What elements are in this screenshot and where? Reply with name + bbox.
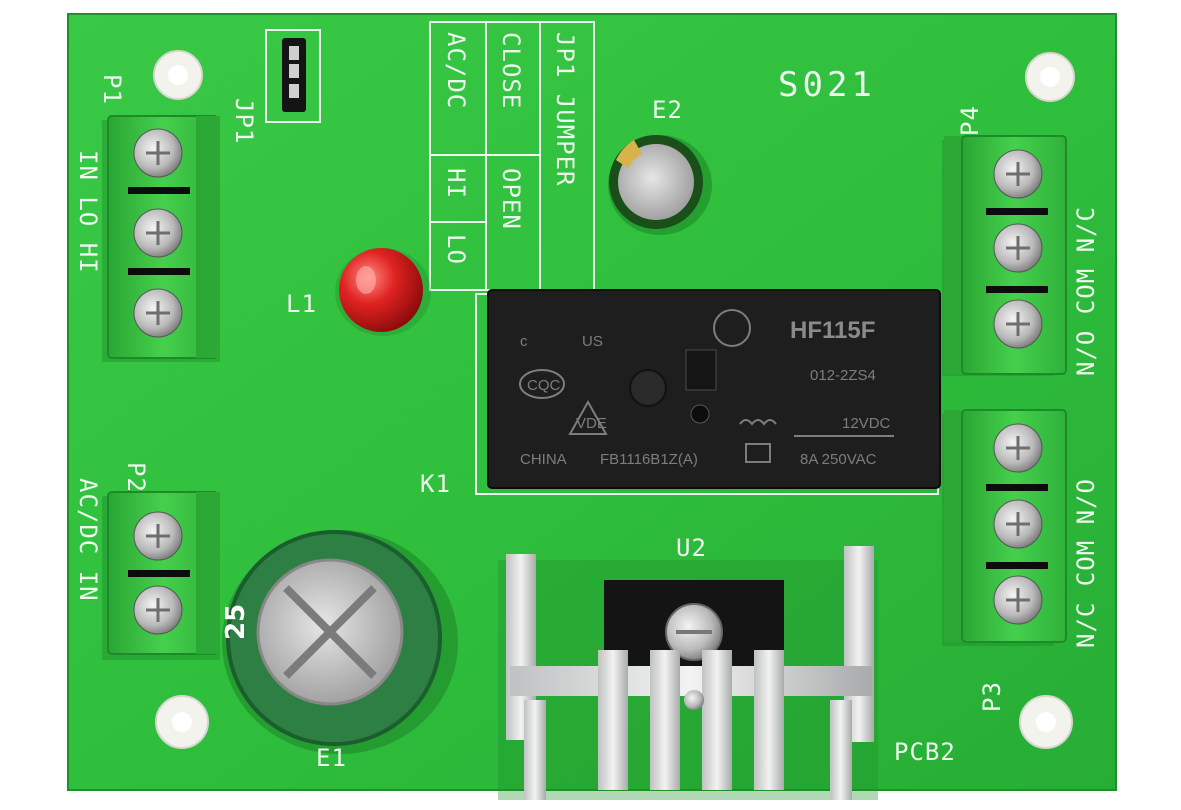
l1-label: L1 (286, 290, 317, 318)
relay-k1 (475, 289, 941, 495)
e2-label: E2 (652, 96, 683, 124)
terminal-block-p3 (942, 409, 1067, 646)
e1-label: E1 (316, 744, 347, 772)
u2-label: U2 (676, 534, 707, 562)
terminal-block-p2 (102, 491, 220, 660)
relay-cert-cqc: CQC (527, 377, 561, 394)
p3-pin-labels: N/C COM N/O (1072, 478, 1100, 648)
relay-origin: CHINA (520, 451, 567, 468)
e1-marking: 25 (221, 604, 251, 640)
p4-pin-labels: N/O COM N/C (1072, 206, 1100, 376)
standoff-top-right (1025, 52, 1075, 102)
table-open: OPEN (497, 168, 525, 230)
table-acdc: AC/DC (442, 32, 470, 109)
standoff-bottom-left (155, 695, 209, 749)
pcb-label: PCB2 (894, 738, 956, 766)
capacitor-e2 (608, 135, 712, 235)
jp1-label: JP1 (230, 98, 258, 144)
p1-label: P1 (98, 74, 126, 105)
p4-label: P4 (956, 105, 984, 136)
regulator-u2-heatsink (498, 546, 878, 800)
table-hi: HI (442, 168, 470, 199)
standoff-bottom-right (1019, 695, 1073, 749)
board-id: S021 (778, 65, 876, 105)
relay-cert-vde: VDE (576, 415, 607, 432)
p2-label: P2 (122, 462, 150, 493)
led-l1 (335, 248, 431, 336)
relay-cert-ul-us: US (582, 333, 603, 350)
k1-label: K1 (420, 470, 451, 498)
terminal-block-p4 (942, 135, 1067, 376)
relay-code: FB1116B1Z(A) (600, 451, 698, 468)
terminal-block-p1 (102, 115, 220, 362)
relay-model: 012-2ZS4 (810, 367, 876, 384)
table-lo: LO (442, 234, 470, 265)
p3-label: P3 (978, 681, 1006, 712)
relay-coil: 12VDC (842, 415, 891, 432)
relay-brand: HF115F (790, 317, 875, 344)
capacitor-e1 (222, 530, 458, 754)
jumper-jp1 (265, 29, 321, 123)
table-jp1-jumper: JP1 JUMPER (551, 32, 579, 187)
p1-pin-labels: IN LO HI (74, 150, 102, 274)
p2-pin-labels: AC/DC IN (74, 478, 102, 602)
table-close: CLOSE (497, 32, 525, 109)
standoff-top-left (153, 50, 203, 100)
relay-cert-ul-c: c (520, 333, 528, 350)
relay-rating: 8A 250VAC (800, 451, 877, 468)
